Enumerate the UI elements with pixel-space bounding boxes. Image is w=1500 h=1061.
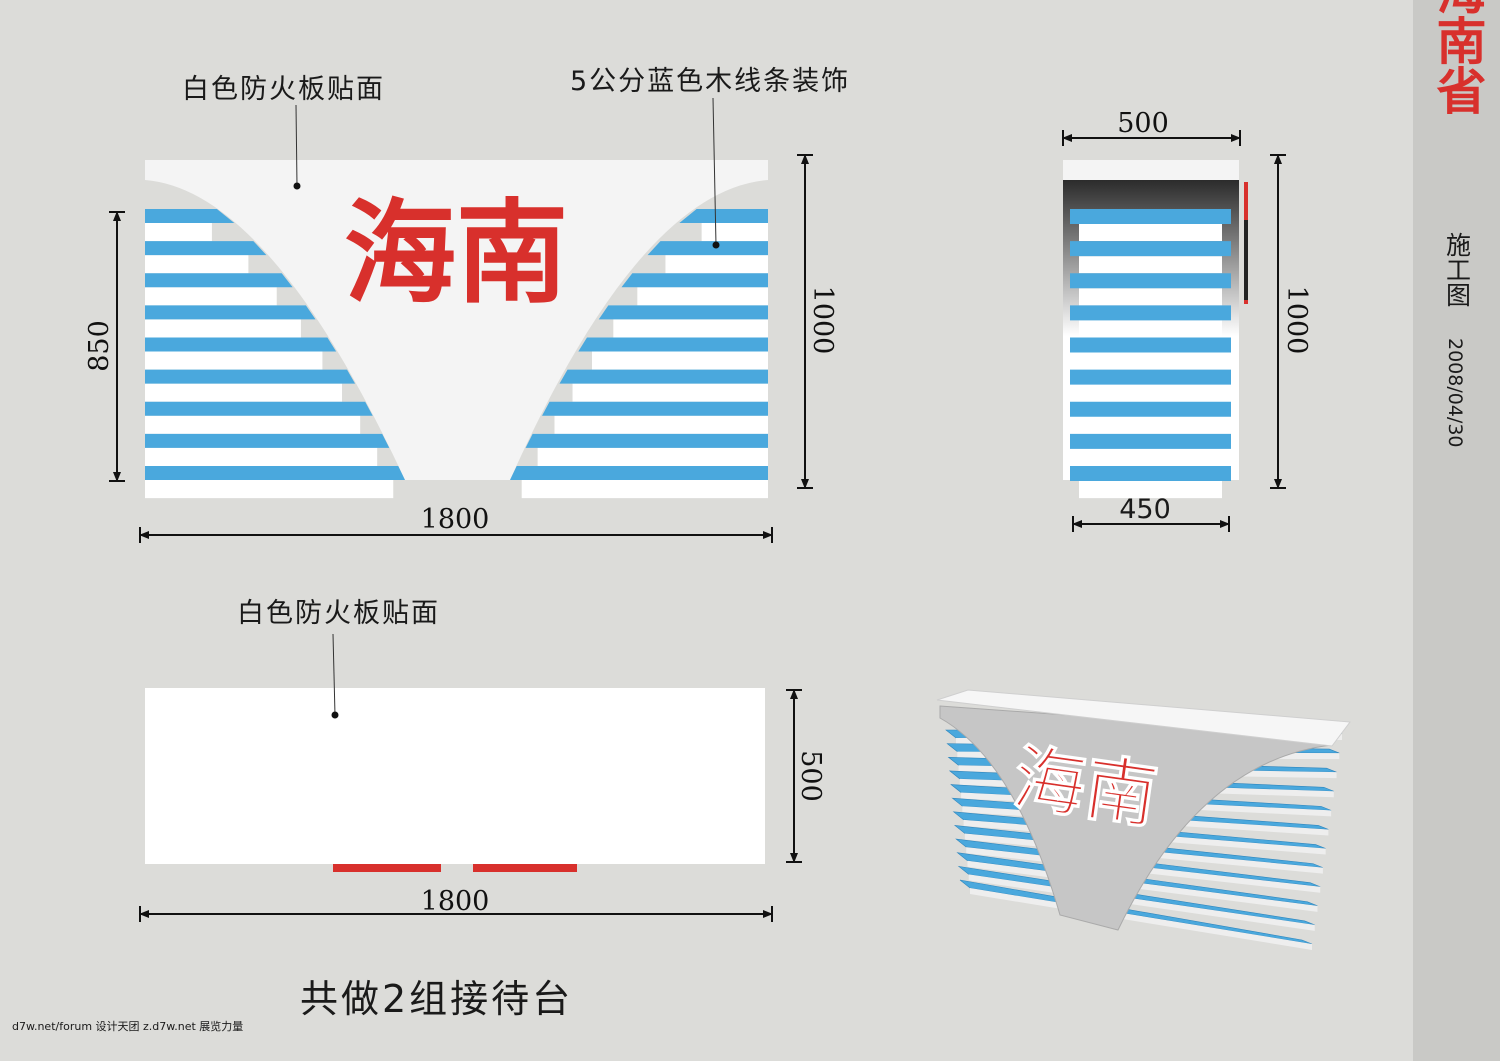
side-strip bbox=[1070, 466, 1231, 481]
front-strip-gap bbox=[145, 383, 343, 402]
front-strip-gap bbox=[521, 480, 768, 499]
front-strip bbox=[145, 209, 235, 223]
front-strip bbox=[145, 273, 293, 288]
front-strip-gap bbox=[145, 255, 249, 274]
front-strip-gap bbox=[637, 287, 768, 306]
side-strip bbox=[1070, 209, 1231, 224]
front-strip bbox=[510, 466, 768, 480]
front-strip bbox=[578, 337, 768, 352]
side-view: 500 450 1000 bbox=[1062, 108, 1312, 532]
front-strip bbox=[145, 401, 373, 416]
side-strip bbox=[1070, 337, 1231, 353]
front-strip-gap bbox=[591, 351, 768, 370]
side-strip bbox=[1070, 433, 1231, 449]
front-strip bbox=[542, 401, 768, 416]
front-strip-gap bbox=[145, 351, 323, 370]
front-strip-gap bbox=[145, 287, 277, 306]
front-strip-gap bbox=[665, 255, 768, 274]
front-panel-label: 白色防火板贴面 bbox=[182, 74, 385, 105]
front-strip bbox=[679, 209, 768, 223]
front-view: 海南 白色防火板贴面 5公分蓝色木线条装饰 1800 1000 850 bbox=[84, 66, 850, 543]
watermark: d7w.net/forum 设计天团 z.d7w.net 展览力量 bbox=[12, 1019, 243, 1033]
front-strip-gap bbox=[537, 447, 768, 466]
top-width-dim: 1800 bbox=[421, 886, 490, 917]
front-strip-gap bbox=[145, 415, 361, 434]
front-width-dim: 1800 bbox=[421, 504, 490, 535]
front-strip bbox=[145, 305, 316, 320]
perspective-front-panel bbox=[939, 705, 1333, 931]
side-strip bbox=[1070, 401, 1231, 417]
side-strip-gap bbox=[1079, 224, 1222, 242]
front-strip-gap bbox=[701, 223, 768, 242]
front-strip-gap bbox=[572, 383, 768, 402]
side-top-dim: 500 bbox=[1117, 108, 1169, 139]
front-strip bbox=[145, 466, 405, 480]
front-strip-gap bbox=[554, 415, 768, 434]
perspective-logo: 海南 bbox=[1008, 734, 1162, 838]
perspective-view: 海南 bbox=[936, 689, 1351, 950]
front-logo: 海南 bbox=[344, 188, 568, 319]
front-strip-gap bbox=[613, 319, 768, 338]
top-depth-dim: 500 bbox=[795, 750, 826, 802]
perspective-top bbox=[936, 689, 1351, 747]
side-strip-gap bbox=[1079, 256, 1222, 274]
front-strip bbox=[145, 433, 390, 448]
front-strips-left bbox=[145, 209, 405, 499]
perspective-strip-gap bbox=[970, 888, 1312, 950]
front-strip bbox=[598, 305, 768, 320]
front-strip bbox=[525, 433, 768, 448]
front-strip bbox=[145, 369, 356, 384]
side-strip-gap bbox=[1079, 416, 1222, 434]
front-panel bbox=[145, 160, 768, 480]
side-strip-gap bbox=[1079, 352, 1222, 370]
front-strips-right bbox=[510, 209, 768, 499]
front-strip-gap bbox=[145, 223, 212, 242]
side-strip-gap bbox=[1079, 288, 1222, 306]
front-strip-gap bbox=[145, 480, 394, 499]
sidebar-panel bbox=[1413, 0, 1500, 1061]
top-view: 白色防火板贴面 1800 500 bbox=[139, 598, 826, 922]
top-panel-label: 白色防火板贴面 bbox=[237, 598, 440, 629]
front-strip bbox=[559, 369, 768, 384]
side-strip-gap bbox=[1079, 481, 1222, 499]
front-strip bbox=[145, 337, 337, 352]
side-strip bbox=[1070, 273, 1231, 289]
side-bottom-dim: 450 bbox=[1119, 494, 1171, 525]
side-strip bbox=[1070, 369, 1231, 385]
front-strip bbox=[621, 273, 768, 288]
side-strips bbox=[1070, 209, 1231, 499]
front-strip-height-dim: 850 bbox=[84, 320, 115, 372]
top-panel bbox=[145, 688, 765, 864]
side-strip-gap bbox=[1079, 320, 1222, 338]
front-strip-gap bbox=[145, 319, 301, 338]
side-strip-gap bbox=[1079, 448, 1222, 466]
front-strip bbox=[647, 241, 768, 256]
side-height-dim: 1000 bbox=[1281, 286, 1312, 355]
side-strip-gap bbox=[1079, 384, 1222, 402]
side-strip bbox=[1070, 241, 1231, 257]
front-strip bbox=[145, 241, 267, 256]
side-strip bbox=[1070, 305, 1231, 321]
footer-note: 共做2组接待台 bbox=[300, 977, 573, 1021]
sidebar-date: 2008/04/30 bbox=[1444, 338, 1466, 448]
front-height-dim: 1000 bbox=[807, 286, 838, 355]
sidebar-title: 海南省 bbox=[1429, 0, 1488, 115]
front-strip-gap bbox=[145, 447, 378, 466]
front-strip-label: 5公分蓝色木线条装饰 bbox=[570, 66, 850, 97]
sidebar-subtitle: 施工图 bbox=[1443, 232, 1472, 307]
